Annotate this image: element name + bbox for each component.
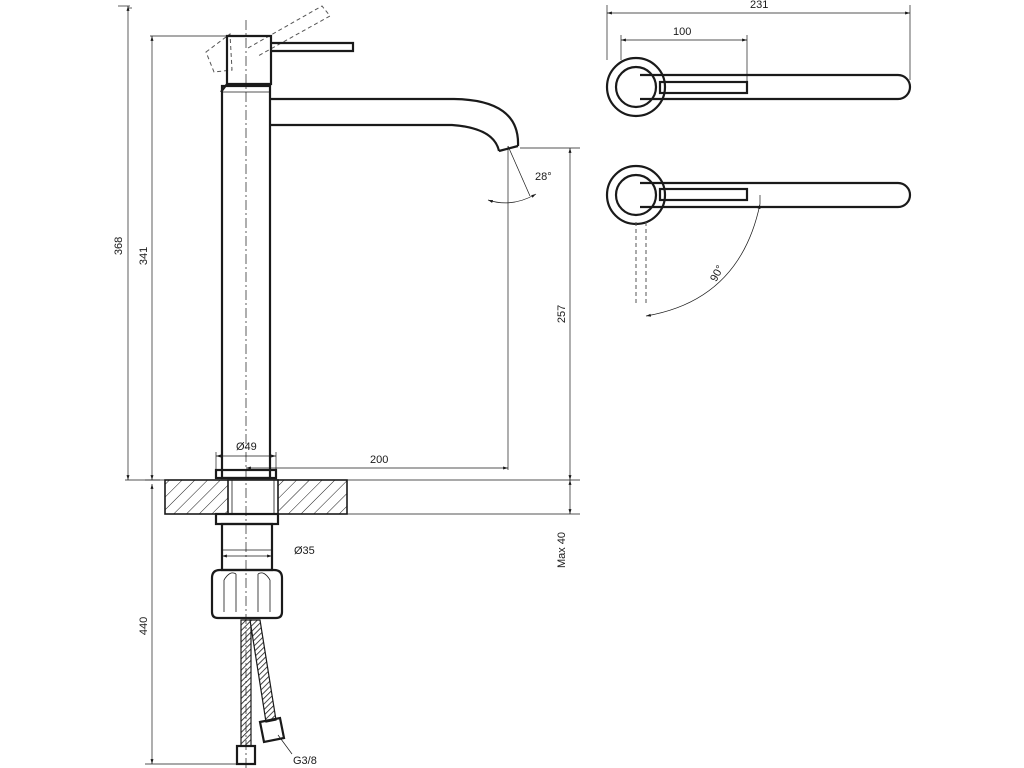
dim-handle-angle: 90°: [708, 263, 726, 283]
mounting-nut: [210, 568, 284, 620]
handle-top-closed: [640, 73, 912, 101]
dim-hose-length: 440: [138, 617, 150, 635]
dim-connector-thread: G3/8: [293, 755, 317, 767]
dim-handle-length: 100: [673, 26, 691, 38]
spout-tip: [498, 144, 519, 153]
dim-spout-angle: 28°: [535, 171, 552, 183]
dim-top-width: 231: [750, 0, 768, 11]
lever-open-ghost-arm: [247, 5, 331, 57]
dim-spout-reach: 200: [370, 454, 388, 466]
faucet-spout: [270, 97, 520, 152]
top-view-rotated: 90°: [605, 164, 912, 317]
lever-top-closed: [658, 80, 749, 95]
top-view-closed: 231 100: [605, 0, 912, 118]
side-view: 368 341 257 28° Ø49 200 Ø35 Max 40: [113, 5, 580, 768]
supply-hose-right: [249, 619, 277, 723]
dim-total-height: 368: [113, 237, 125, 255]
dim-base-diameter: Ø49: [236, 441, 257, 453]
handle-top-rotated: [640, 181, 912, 209]
body-ring-inner: [614, 65, 658, 109]
dim-max-thickness: Max 40: [556, 532, 568, 568]
lever-top-rotated: [658, 187, 749, 202]
lever-rotated-ghost: [635, 222, 647, 304]
dim-shank-diameter: Ø35: [294, 545, 315, 557]
body-ring-outer: [605, 56, 667, 118]
dim-spout-height: 257: [556, 305, 568, 323]
hose-nut-right: [258, 716, 286, 744]
dim-body-height: 341: [138, 247, 150, 265]
lever-open-ghost: [205, 33, 233, 73]
mounting-washer: [214, 512, 280, 526]
body-ring-inner-rotated: [614, 173, 658, 217]
threaded-shank: [220, 522, 274, 572]
lever-handle: [271, 41, 355, 53]
